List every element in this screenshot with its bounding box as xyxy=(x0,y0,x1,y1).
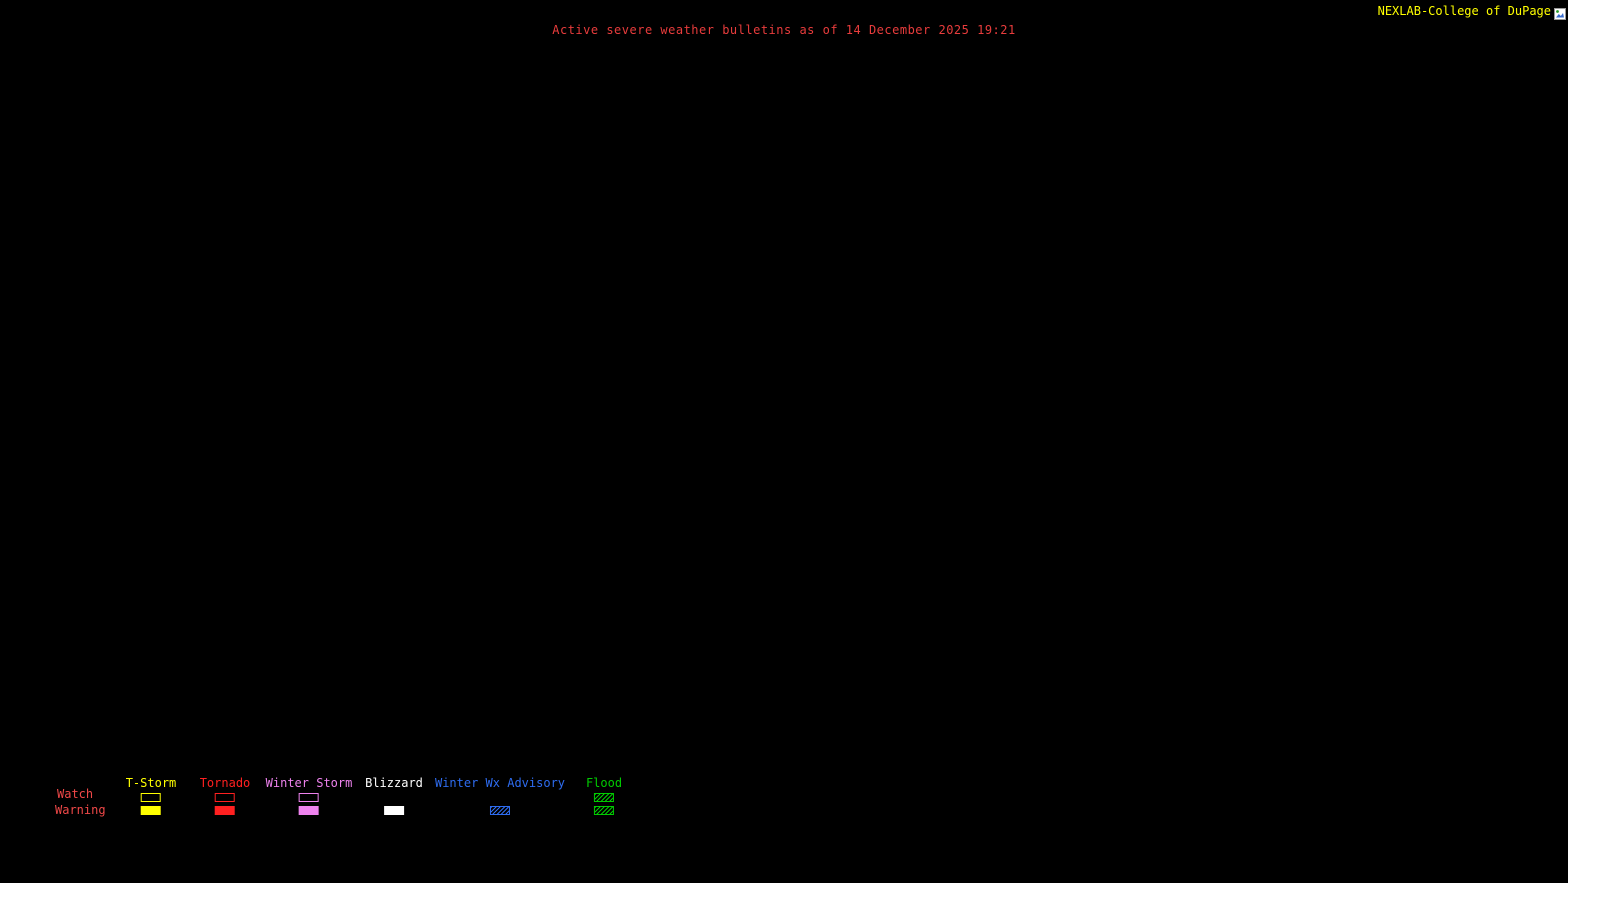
blizzard-warning-swatch xyxy=(383,806,404,815)
map-title: Active severe weather bulletins as of 14… xyxy=(552,23,1016,37)
site-attribution-label: NEXLAB-College of DuPage xyxy=(1377,4,1551,18)
tstorm-watch-swatch xyxy=(140,793,161,802)
tornado-warning-swatch xyxy=(214,806,235,815)
legend-column-winter-storm: Winter Storm xyxy=(265,776,353,815)
legend-column-label: Winter Wx Advisory xyxy=(434,776,566,790)
legend-column-winter-wx-advisory: Winter Wx Advisory xyxy=(435,776,565,815)
legend-column-label: Flood xyxy=(585,776,623,790)
legend-column-flood: Flood xyxy=(586,776,622,815)
legend-row-label-warning: Warning xyxy=(55,803,106,817)
legend-column-label: Blizzard xyxy=(365,776,423,790)
winter-wx-advisory-warning-swatch xyxy=(489,806,510,815)
legend-column-blizzard: Blizzard xyxy=(365,776,423,815)
legend: Watch Warning T-Storm Tornado Winter Sto… xyxy=(55,776,622,817)
winter-storm-warning-swatch xyxy=(298,806,319,815)
legend-column-label: T-Storm xyxy=(125,776,177,790)
tornado-watch-swatch xyxy=(214,793,235,802)
tstorm-warning-swatch xyxy=(140,806,161,815)
flood-watch-swatch xyxy=(594,793,614,802)
broken-image-icon xyxy=(1554,5,1566,20)
winter-storm-watch-swatch xyxy=(298,793,319,802)
site-attribution: NEXLAB-College of DuPage xyxy=(1377,4,1566,20)
legend-column-label: Winter Storm xyxy=(265,776,353,790)
legend-column-tstorm: T-Storm xyxy=(125,776,177,815)
severe-weather-map: NEXLAB-College of DuPage Active severe w… xyxy=(0,0,1568,883)
legend-row-label-watch: Watch xyxy=(57,787,94,801)
flood-warning-swatch xyxy=(594,806,614,815)
legend-column-label: Tornado xyxy=(199,776,251,790)
legend-column-tornado: Tornado xyxy=(199,776,251,815)
